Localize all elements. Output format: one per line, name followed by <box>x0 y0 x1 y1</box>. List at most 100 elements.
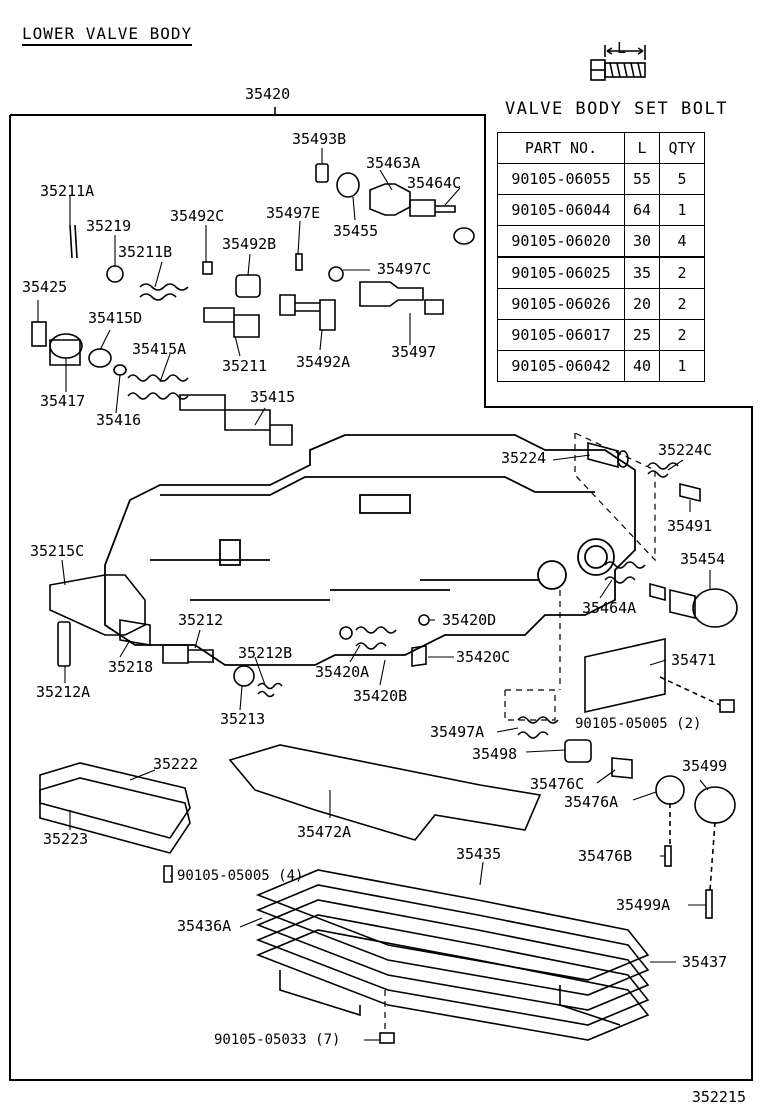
callout-35454: 35454 <box>680 550 726 568</box>
assembly-frame <box>9 107 753 1081</box>
callout-35437: 35437 <box>682 953 728 971</box>
callout-35497c: 35497C <box>377 260 432 278</box>
leader-lines <box>37 148 711 1041</box>
cell-part-no: 90105-06017 <box>497 319 625 351</box>
callout-35420c: 35420C <box>456 648 511 666</box>
cell-qty: 2 <box>659 288 705 320</box>
callout-35211b: 35211B <box>118 243 173 261</box>
table-row: 90105-06055 55 5 <box>497 163 705 195</box>
callout-35211: 35211 <box>222 357 268 375</box>
callout-35492a: 35492A <box>296 353 351 371</box>
locator-lines <box>384 432 656 1030</box>
callout-35224: 35224 <box>501 449 547 467</box>
callout-35499: 35499 <box>682 757 728 775</box>
callout-35415: 35415 <box>250 388 296 406</box>
callout-35436a: 35436A <box>177 917 232 935</box>
header-part-no: PART NO. <box>497 132 625 164</box>
cell-qty: 1 <box>659 350 705 382</box>
callout-35211a: 35211A <box>40 182 95 200</box>
callout-35497: 35497 <box>391 343 437 361</box>
upper-parts <box>31 163 475 446</box>
table-row: 90105-06020 30 4 <box>497 225 705 258</box>
cell-qty: 5 <box>659 163 705 195</box>
cell-length: 55 <box>624 163 660 195</box>
callout-35476b: 35476B <box>578 847 633 865</box>
callout-35420d: 35420D <box>442 611 497 629</box>
cell-part-no: 90105-06020 <box>497 225 625 258</box>
cell-length: 20 <box>624 288 660 320</box>
table-row: 90105-06025 35 2 <box>497 256 705 289</box>
cell-qty: 2 <box>659 319 705 351</box>
table-row: 90105-06042 40 1 <box>497 350 705 382</box>
cell-part-no: 90105-06044 <box>497 194 625 226</box>
callout-35493b: 35493B <box>292 130 347 148</box>
callout-35435: 35435 <box>456 845 502 863</box>
callout-35218: 35218 <box>108 658 154 676</box>
cell-qty: 4 <box>659 225 705 258</box>
callout-35215c: 35215C <box>30 542 85 560</box>
header-length: L <box>624 132 660 164</box>
callout-35415a: 35415A <box>132 340 187 358</box>
cell-length: 64 <box>624 194 660 226</box>
callout-35497a: 35497A <box>430 723 485 741</box>
callout-35416: 35416 <box>96 411 142 429</box>
callout-35464a: 35464A <box>582 599 637 617</box>
assembly-number: 35420 <box>245 85 291 103</box>
callout-35223: 35223 <box>43 830 89 848</box>
callout-35417: 35417 <box>40 392 86 410</box>
callout-35499a: 35499A <box>616 896 671 914</box>
cell-length: 35 <box>624 256 660 289</box>
left-lower-parts <box>49 574 430 698</box>
callout-35212a: 35212A <box>36 683 91 701</box>
table-row: 90105-06017 25 2 <box>497 319 705 351</box>
callout-35213: 35213 <box>220 710 266 728</box>
cell-part-no: 90105-06026 <box>497 288 625 320</box>
callout-35420b: 35420B <box>353 687 408 705</box>
callout-35420a: 35420A <box>315 663 370 681</box>
callout-35464c: 35464C <box>407 174 462 192</box>
callout-35463a: 35463A <box>366 154 421 172</box>
callout-35472a: 35472A <box>297 823 352 841</box>
callout-35476a: 35476A <box>564 793 619 811</box>
callout-35212b: 35212B <box>238 644 293 662</box>
callout-35492b: 35492B <box>222 235 277 253</box>
lower-valve-body <box>104 434 636 666</box>
callout-35492c: 35492C <box>170 207 225 225</box>
callout-90105-05005-4: 90105-05005 (4) <box>177 868 304 884</box>
table-row: 90105-06044 64 1 <box>497 194 705 226</box>
diagram-title: LOWER VALVE BODY <box>22 24 193 46</box>
callout-90105-05033-7: 90105-05033 (7) <box>214 1032 341 1048</box>
separator-plates <box>39 744 650 1044</box>
bolt-table: PART NO. L QTY 90105-06055 55 5 90105-06… <box>497 132 705 382</box>
cell-part-no: 90105-06025 <box>497 256 625 289</box>
callout-35219: 35219 <box>86 217 132 235</box>
callout-35498: 35498 <box>472 745 518 763</box>
bolt-table-header: PART NO. L QTY <box>497 132 705 164</box>
cell-qty: 2 <box>659 256 705 289</box>
callout-35497e: 35497E <box>266 204 321 222</box>
bolt-length-label: L <box>617 39 627 57</box>
cell-length: 25 <box>624 319 660 351</box>
callout-35212: 35212 <box>178 611 224 629</box>
bolt-table-title: VALVE BODY SET BOLT <box>505 99 728 119</box>
header-qty: QTY <box>659 132 705 164</box>
callout-35415d: 35415D <box>88 309 143 327</box>
right-parts <box>517 441 738 919</box>
callout-35471: 35471 <box>671 651 717 669</box>
callout-35491: 35491 <box>667 517 713 535</box>
cell-qty: 1 <box>659 194 705 226</box>
callout-35222: 35222 <box>153 755 199 773</box>
callout-35224c: 35224C <box>658 441 713 459</box>
callout-35425: 35425 <box>22 278 68 296</box>
callout-35476c: 35476C <box>530 775 585 793</box>
cell-length: 40 <box>624 350 660 382</box>
cell-part-no: 90105-06055 <box>497 163 625 195</box>
callout-90105-05005-2: 90105-05005 (2) <box>575 716 702 732</box>
cell-part-no: 90105-06042 <box>497 350 625 382</box>
callout-35455: 35455 <box>333 222 379 240</box>
cell-length: 30 <box>624 225 660 258</box>
page-code: 352215 <box>691 1088 746 1106</box>
set-bolt-icon <box>590 45 646 81</box>
